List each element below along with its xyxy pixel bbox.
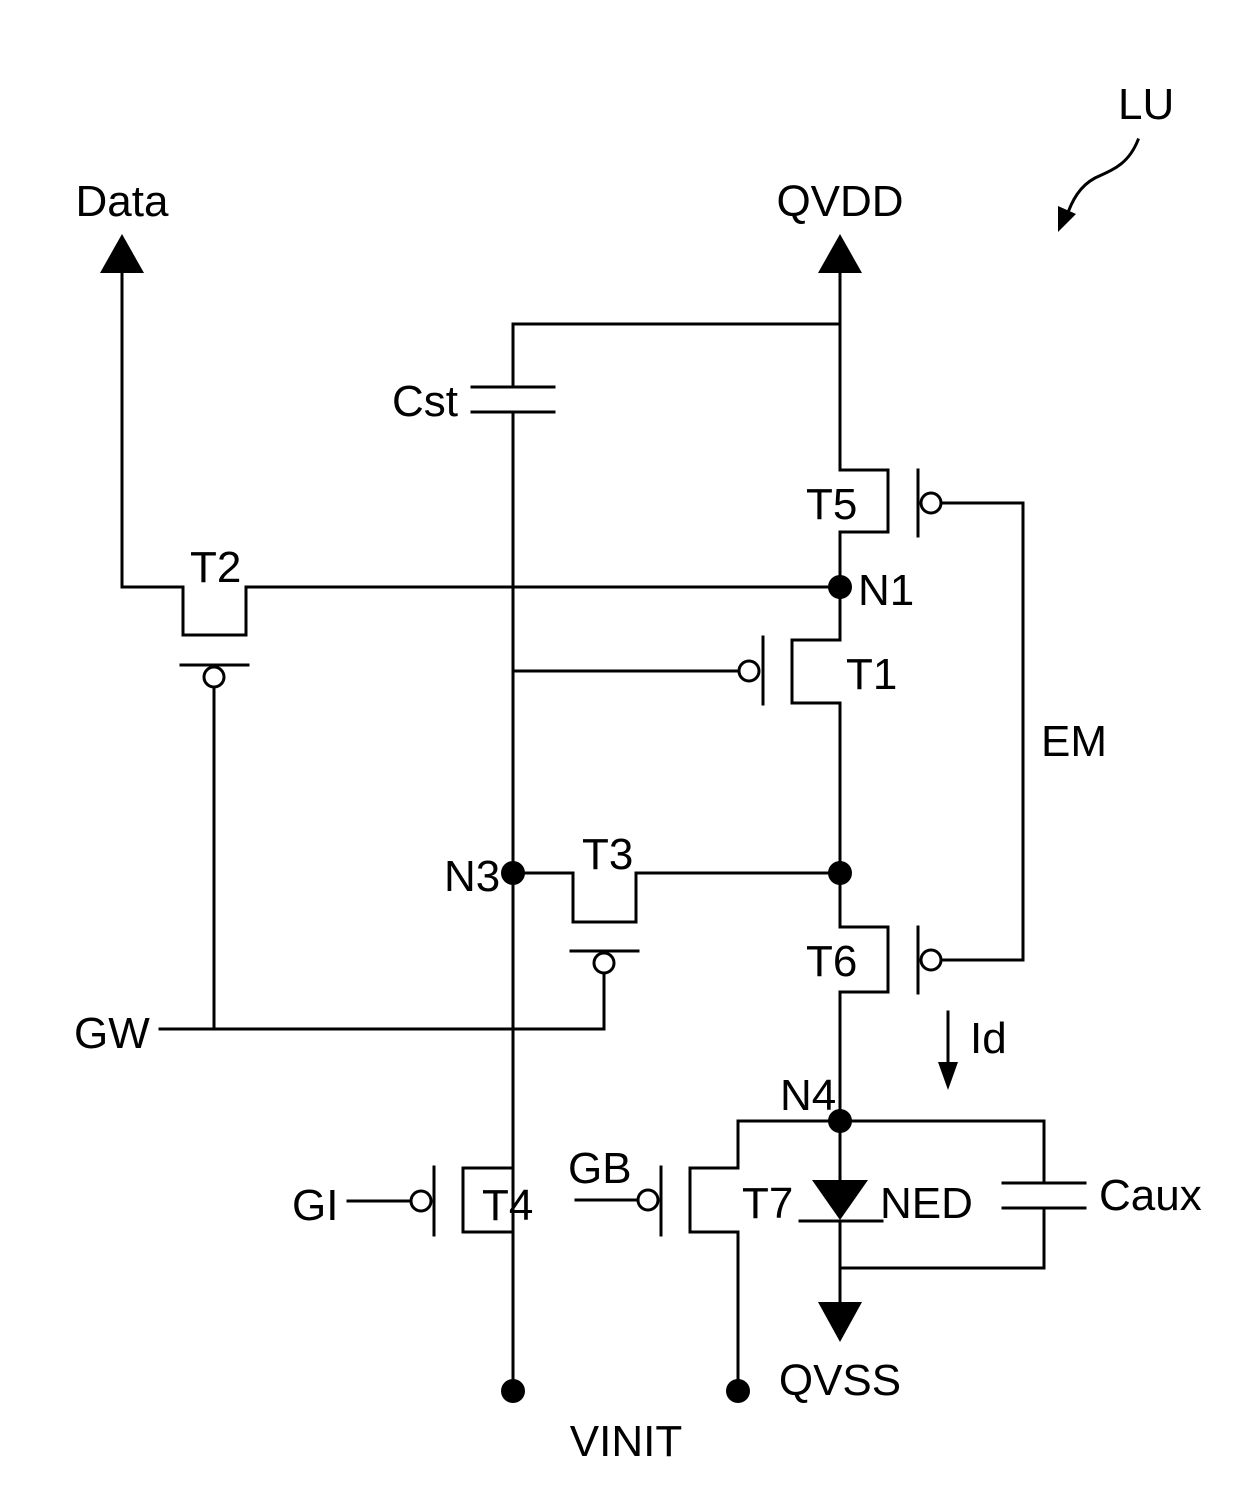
- t7-channel: [690, 1121, 738, 1391]
- t1-label: T1: [846, 650, 897, 699]
- cst-label: Cst: [392, 377, 458, 426]
- t6-channel: [840, 873, 888, 1121]
- em-label: EM: [1041, 717, 1107, 766]
- reference-leader: [1066, 140, 1138, 218]
- t4-label: T4: [482, 1181, 533, 1230]
- t3-label: T3: [582, 830, 633, 879]
- reference-arrowhead-icon: [1058, 206, 1076, 232]
- vinit-terminal-t7-dot: [726, 1379, 750, 1403]
- t3-gate-bubble-icon: [594, 953, 614, 973]
- node-n4-label: N4: [780, 1071, 836, 1120]
- t2-gate-bubble-icon: [204, 667, 224, 687]
- data-line-label: Data: [76, 177, 169, 226]
- qvss-label: QVSS: [779, 1356, 901, 1405]
- data-arrow-icon: [100, 234, 144, 273]
- gi-label: GI: [292, 1181, 338, 1230]
- gb-label: GB: [568, 1144, 632, 1193]
- qvss-arrow-icon: [818, 1302, 862, 1342]
- vinit-terminal-t4-dot: [501, 1379, 525, 1403]
- t1-gate-bubble-icon: [739, 661, 759, 681]
- t3-channel: [513, 873, 840, 922]
- cst-top-wire: [513, 324, 840, 387]
- gw-label: GW: [74, 1009, 150, 1058]
- qvdd-label: QVDD: [776, 177, 903, 226]
- t7-gate-bubble-icon: [638, 1190, 658, 1210]
- t1-channel: [792, 587, 840, 873]
- data-line: [122, 273, 183, 587]
- t4-gate-bubble-icon: [411, 1191, 431, 1211]
- em-line: [941, 503, 1023, 960]
- reference-label: LU: [1118, 80, 1174, 129]
- ned-diode-icon: [812, 1180, 868, 1220]
- ned-label: NED: [880, 1179, 973, 1228]
- current-arrowhead-icon: [938, 1062, 958, 1090]
- node-n3-label: N3: [444, 852, 500, 901]
- caux-label: Caux: [1099, 1171, 1202, 1220]
- current-label: Id: [970, 1014, 1007, 1063]
- t5-gate-bubble-icon: [921, 493, 941, 513]
- qvdd-arrow-icon: [818, 234, 862, 273]
- t6-label: T6: [806, 937, 857, 986]
- t5-label: T5: [806, 480, 857, 529]
- vinit-label: VINIT: [570, 1417, 682, 1466]
- t6-gate-bubble-icon: [921, 950, 941, 970]
- node-n1-label: N1: [858, 566, 914, 615]
- t7-label: T7: [742, 1179, 793, 1228]
- t2-label: T2: [190, 543, 241, 592]
